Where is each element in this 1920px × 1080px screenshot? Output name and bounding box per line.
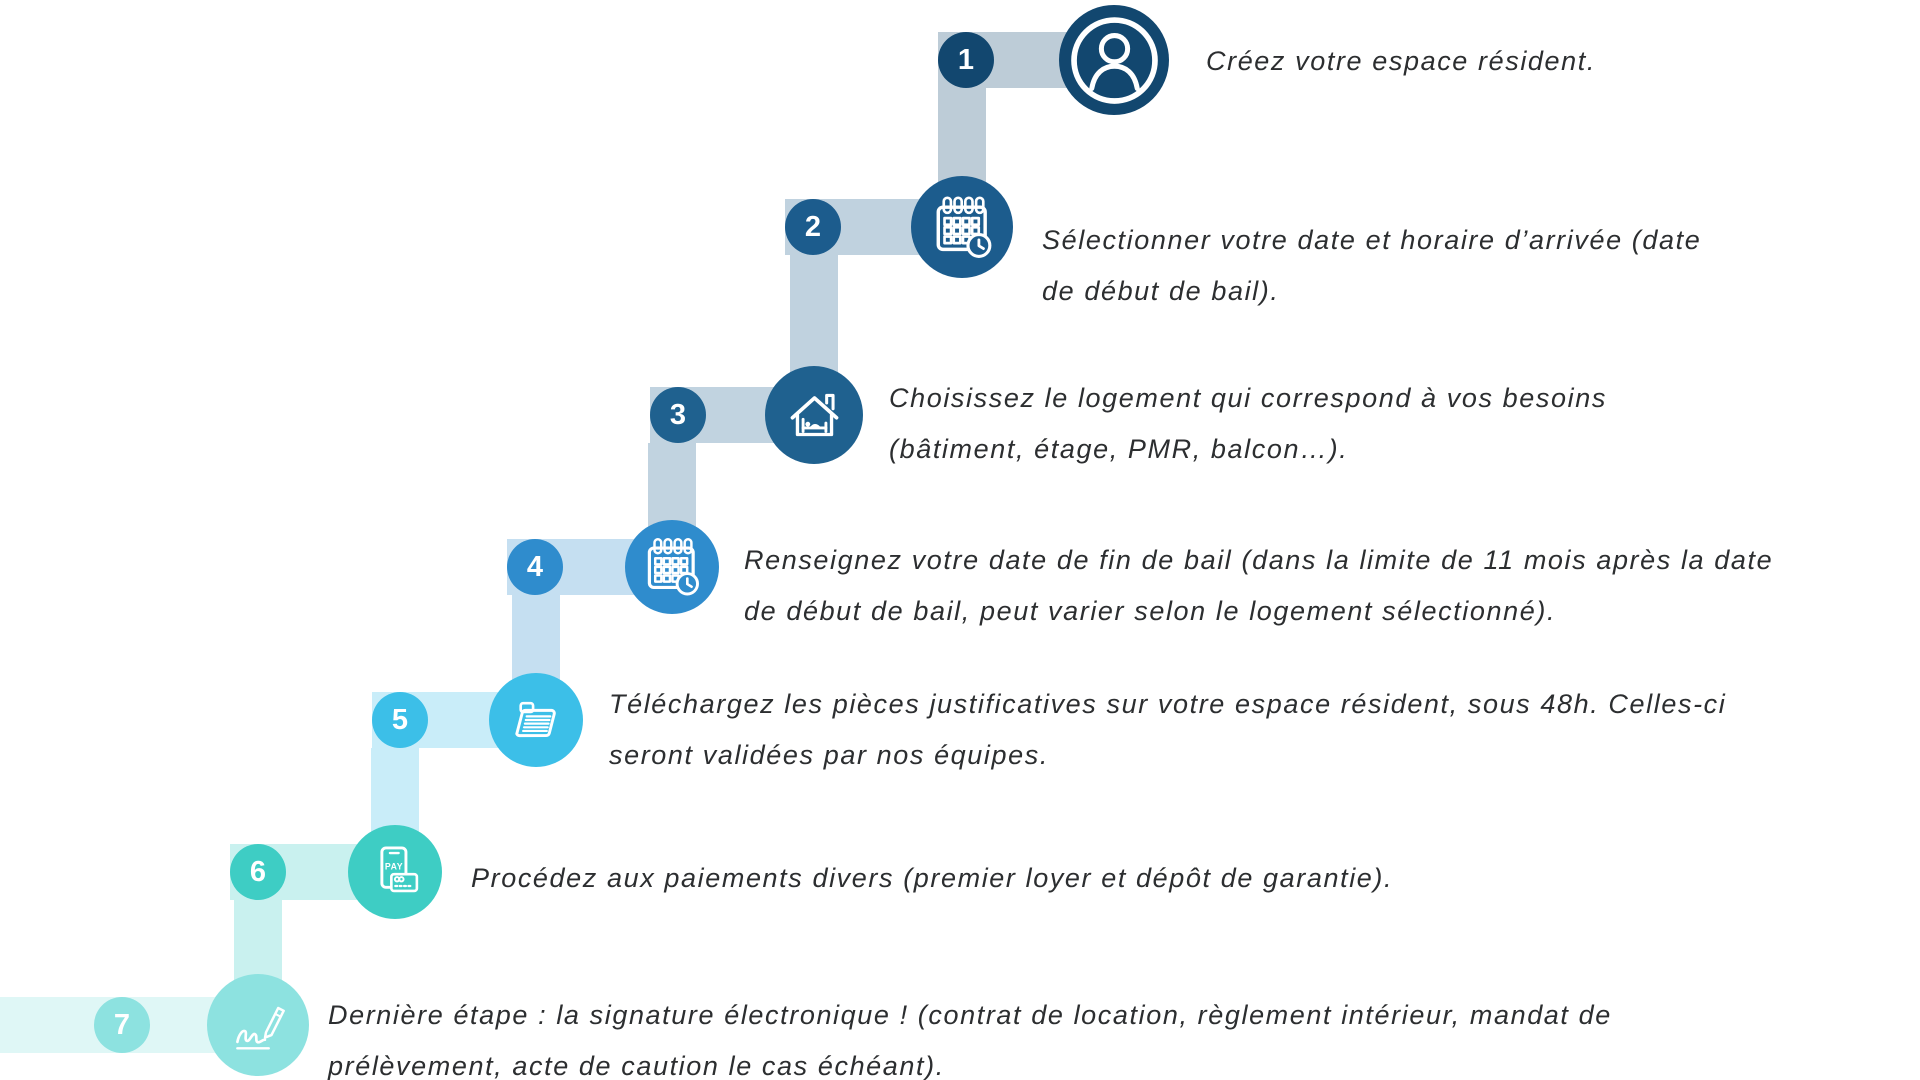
step-7-description: Dernière étape : la signature électroniq…: [328, 990, 1612, 1080]
svg-text:PAY: PAY: [385, 862, 403, 872]
step-7-line-1: Dernière étape : la signature électroniq…: [328, 1000, 1612, 1030]
step-7-line-2: prélèvement, acte de caution le cas éché…: [328, 1051, 945, 1080]
step-1-number-badge: 1: [938, 32, 994, 88]
step-4-line-1: Renseignez votre date de fin de bail (da…: [744, 545, 1774, 575]
step-4-number: 4: [526, 550, 544, 583]
step-5-line-1: Téléchargez les pièces justificatives su…: [609, 689, 1727, 719]
house-bed-icon: [765, 366, 863, 464]
step-6-line-1: Procédez aux paiements divers (premier l…: [471, 863, 1394, 893]
step-6-number: 6: [249, 855, 267, 888]
step-3-line-1: Choisissez le logement qui correspond à …: [889, 383, 1607, 413]
signature-pen-icon: [207, 974, 309, 1076]
calendar-clock-icon: [625, 520, 719, 614]
step-5-description: Téléchargez les pièces justificatives su…: [609, 679, 1726, 781]
step-4-description: Renseignez votre date de fin de bail (da…: [744, 535, 1773, 637]
step-2-line-2: de début de bail).: [1042, 276, 1280, 306]
step-7-number: 7: [113, 1008, 131, 1041]
step-1-number: 1: [957, 43, 975, 76]
step-3-line-2: (bâtiment, étage, PMR, balcon…).: [889, 434, 1349, 464]
step-1-line-1: Créez votre espace résident.: [1206, 46, 1596, 76]
step-5-number-badge: 5: [372, 692, 428, 748]
step-2-number: 2: [804, 210, 822, 243]
step-2-number-badge: 2: [785, 199, 841, 255]
step-2-description: Sélectionner votre date et horaire d’arr…: [1042, 215, 1701, 317]
step-4-number-badge: 4: [507, 539, 563, 595]
step-4-line-2: de début de bail, peut varier selon le l…: [744, 596, 1557, 626]
user-icon: [1059, 5, 1169, 115]
step-6-description: Procédez aux paiements divers (premier l…: [471, 853, 1393, 904]
folder-documents-icon: [489, 673, 583, 767]
step-2-line-1: Sélectionner votre date et horaire d’arr…: [1042, 225, 1702, 255]
step-3-number-badge: 3: [650, 387, 706, 443]
step-5-line-2: seront validées par nos équipes.: [609, 740, 1049, 770]
step-7-number-badge: 7: [94, 997, 150, 1053]
step-5-number: 5: [391, 703, 409, 736]
step-3-number: 3: [669, 398, 687, 431]
step-1-description: Créez votre espace résident.: [1206, 36, 1596, 87]
calendar-clock-icon: [911, 176, 1013, 278]
step-6-number-badge: 6: [230, 844, 286, 900]
mobile-payment-icon: PAY: [348, 825, 442, 919]
step-3-description: Choisissez le logement qui correspond à …: [889, 373, 1607, 475]
